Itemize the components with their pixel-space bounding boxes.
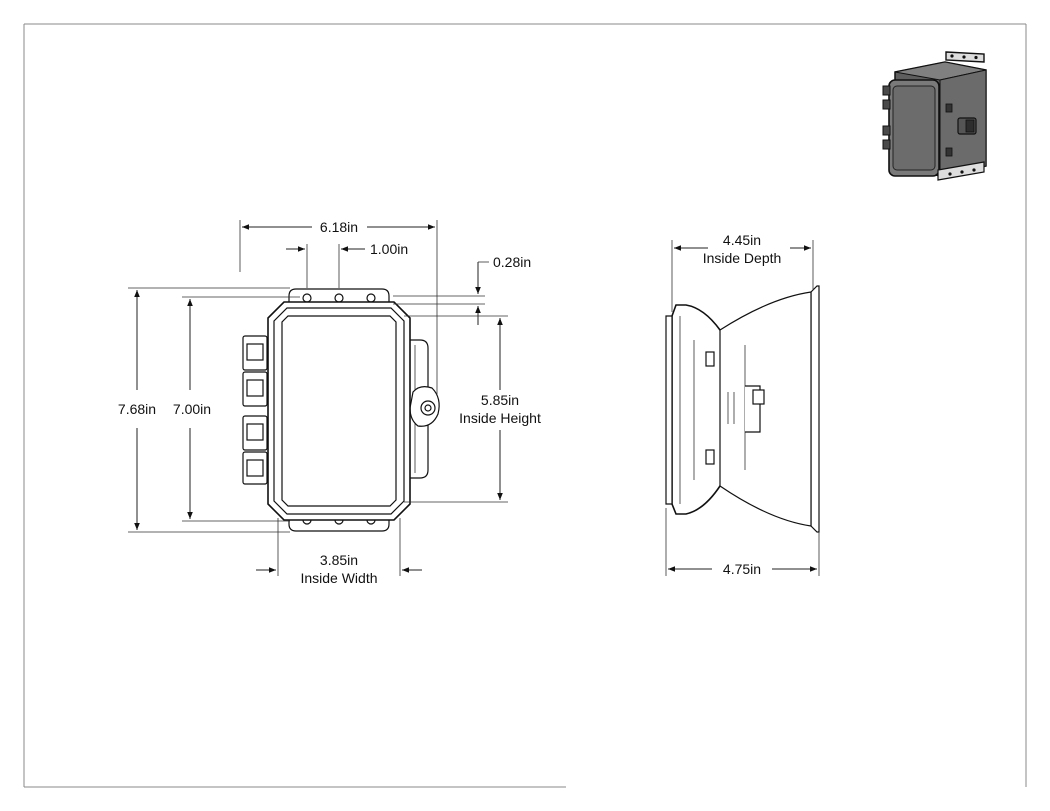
dim-inside-depth-value: 4.45in bbox=[723, 232, 761, 248]
dim-inside-width-label: Inside Width bbox=[300, 570, 377, 586]
dim-inside-depth-label: Inside Depth bbox=[703, 250, 782, 266]
sheet-border bbox=[23, 23, 1027, 788]
dim-overall-width: 6.18in bbox=[320, 219, 358, 235]
dim-overall-depth: 4.75in bbox=[723, 561, 761, 577]
dim-inside-height-label: Inside Height bbox=[459, 410, 541, 426]
side-dimensions: 4.45in Inside Depth 4.75in bbox=[665, 232, 820, 577]
front-view bbox=[242, 288, 440, 532]
dim-overall-height: 7.68in bbox=[118, 401, 156, 417]
dim-inside-height-value: 5.85in bbox=[481, 392, 519, 408]
front-dimensions: 6.18in 1.00in 0.28in 7.68in 7.00in 5.85i… bbox=[118, 219, 541, 586]
dim-hole-spacing: 1.00in bbox=[370, 241, 408, 257]
dim-flange-offset: 0.28in bbox=[493, 254, 531, 270]
side-view bbox=[665, 285, 820, 533]
hinge-group bbox=[242, 335, 268, 485]
enclosure-3d-icon bbox=[882, 51, 987, 181]
dim-inside-width-value: 3.85in bbox=[320, 552, 358, 568]
dim-body-height: 7.00in bbox=[173, 401, 211, 417]
